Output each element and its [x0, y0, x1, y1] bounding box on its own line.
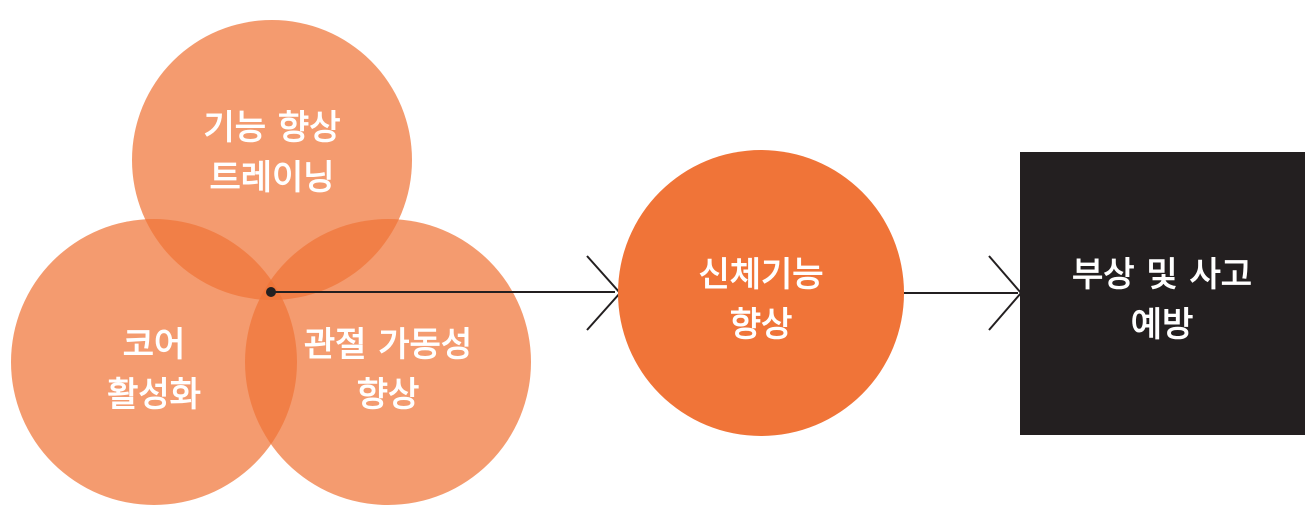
venn-right-label: 관절 가동성 향상: [304, 320, 472, 420]
venn-group: [11, 20, 531, 505]
result-circle-line2: 향상: [729, 305, 793, 345]
result-box-line2: 예방: [1130, 305, 1194, 345]
venn-right-line2: 향상: [356, 375, 420, 415]
result-circle-line1: 신체기능: [698, 255, 824, 295]
venn-left-line1: 코어: [122, 325, 186, 365]
venn-circle-left: [11, 219, 297, 505]
venn-right-line1: 관절 가동성: [303, 325, 473, 365]
result-circle: [618, 150, 904, 436]
venn-circle-right: [245, 219, 531, 505]
venn-top-line2: 트레이닝: [209, 158, 335, 198]
venn-left-line2: 활성화: [107, 375, 201, 415]
result-circle-label: 신체기능 향상: [698, 250, 823, 350]
result-box-line1: 부상 및 사고: [1071, 255, 1253, 295]
result-box: [1020, 152, 1305, 435]
venn-top-label: 기능 향상 트레이닝: [204, 103, 341, 203]
venn-left-label: 코어 활성화: [107, 320, 201, 420]
venn-top-line1: 기능 향상: [203, 108, 341, 148]
result-box-label: 부상 및 사고 예방: [1072, 250, 1252, 350]
